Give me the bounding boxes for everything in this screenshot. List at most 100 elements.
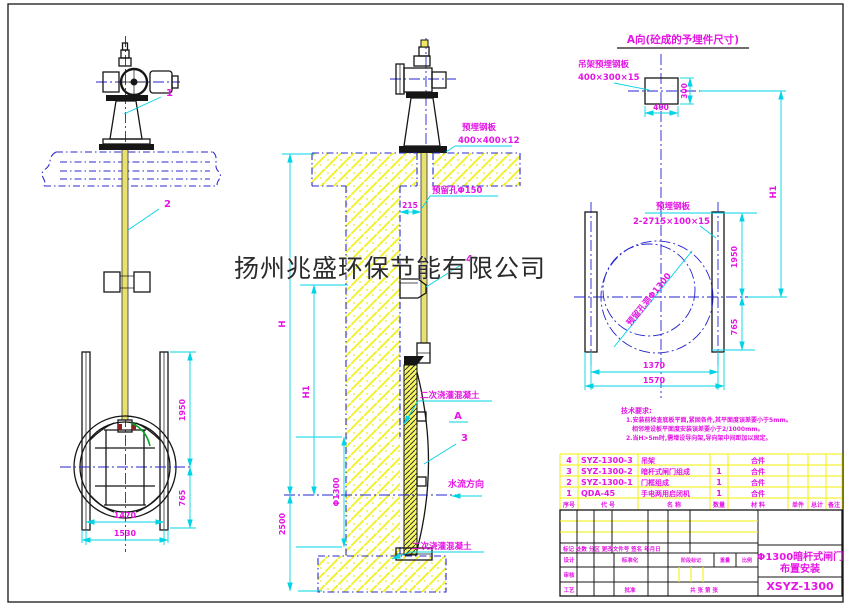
- handwheel-actuator-side: [395, 39, 447, 147]
- bom-row: 4 SYZ-1300-3 吊架 合件: [566, 456, 765, 465]
- dim-215: 215: [402, 201, 418, 210]
- bom-row1-qty: 1: [716, 489, 722, 498]
- stem-front: [121, 150, 129, 420]
- tb-stage: 阶段标记: [681, 557, 701, 564]
- grout-label-lower: 二次浇灌混凝土: [412, 541, 472, 552]
- flow-direction-label: 水流方向: [448, 478, 484, 490]
- bom-row3-code: SYZ-1300-2: [581, 467, 633, 476]
- grout-label-upper: 二次浇灌混凝土: [420, 390, 480, 401]
- title-block: 标记 处数 分区 更改文件号 签名 年月日 设计 标准化 阶段标记 重量 比例 …: [559, 509, 843, 597]
- balloon-1: 1: [166, 88, 173, 99]
- bom-h-code: 代 号: [600, 501, 615, 509]
- stem-guide-bracket-front: [103, 271, 151, 293]
- front-view-dimensions: 1950 765 1470 1530: [81, 351, 196, 545]
- tb-weight: 重量: [720, 557, 730, 564]
- bom-h-total: 总计: [811, 501, 823, 509]
- dim-765-right: 765: [730, 318, 739, 335]
- dim-H1-right: H1: [769, 185, 779, 198]
- bom-row1-code: QDA-45: [581, 489, 616, 498]
- bom-h-material: 材 料: [750, 501, 765, 509]
- tb-fields-row: 标记 处数 分区 更改文件号 签名 年月日: [562, 545, 661, 553]
- a-view-dimensions: 400 300 H1: [644, 77, 787, 298]
- floor-slab-front: [41, 151, 221, 187]
- dim-765-front: 765: [178, 489, 187, 506]
- dim-H: H: [278, 320, 288, 327]
- reserved-hole-label: 预留孔Φ150: [432, 185, 483, 196]
- pedestal-front: [99, 100, 154, 150]
- notes-title: 技术要求:: [621, 406, 652, 415]
- notes-line-1: 1.安装前检查底板平面,紧固各件,其平面度误差要小于5mm。: [626, 416, 792, 424]
- bom-row2-name: 门框组成: [641, 478, 669, 487]
- a-view-title: A向(砼成的予埋件尺寸): [627, 33, 739, 46]
- section-mark-a: A: [454, 411, 462, 422]
- bom-row: 1 QDA-45 手电两用启闭机 1 合件: [566, 489, 765, 498]
- reserved-opening-label: 预留孔洞Φ1300: [624, 271, 673, 328]
- bom-h-no: 序号: [562, 501, 575, 509]
- sheet-border: [7, 3, 844, 603]
- bom-row1-name: 手电两用启闭机: [641, 489, 690, 498]
- embedded-plate-label: 预埋钢板: [462, 122, 497, 133]
- dim-400: 400: [653, 103, 669, 112]
- bom-h-note: 备注: [827, 501, 840, 509]
- hanger-plate-size: 400×300×15: [578, 73, 640, 83]
- tb-approve: 批准: [624, 586, 636, 594]
- tb-design: 设计: [563, 556, 575, 564]
- embedded-plate-size: 400×400×12: [458, 136, 520, 146]
- side-plate-label: 预埋钢板: [656, 201, 691, 212]
- green-arc-mark: [130, 422, 151, 447]
- dim-2500: 2500: [278, 512, 287, 535]
- installation-section-view: H 2500 H1 Φ1300 215 预埋钢板 400×400×12 预留孔Φ…: [278, 38, 521, 593]
- a-direction-view: A向(砼成的予埋件尺寸) 吊架预埋钢板 400×300×15 400 300 H…: [574, 33, 787, 398]
- bom-row3-name: 暗杆式闸门组成: [641, 467, 690, 476]
- bom-row3-material: 合件: [750, 467, 765, 476]
- dim-1530: 1530: [114, 529, 137, 538]
- tb-craft: 工艺: [563, 586, 575, 594]
- tb-scale: 比例: [742, 557, 752, 564]
- bom-row2-material: 合件: [750, 478, 765, 487]
- section-view-dimensions: H 2500 H1 Φ1300 215: [278, 153, 422, 592]
- drawing-title-line2: 布置安装: [780, 562, 820, 575]
- concrete-structure: [311, 152, 521, 593]
- bom-row4-code: SYZ-1300-3: [581, 456, 633, 465]
- balloon-4: 4: [466, 254, 473, 265]
- bom-row2-qty: 1: [716, 478, 722, 487]
- company-watermark: 扬州兆盛环保节能有限公司: [234, 254, 546, 283]
- dim-H1-section: H1: [302, 385, 312, 398]
- notes-line-3: 2.当H>5m时,需增设导向架,导向架中间距加以固定。: [626, 434, 772, 442]
- technical-notes: 技术要求: 1.安装前检查底板平面,紧固各件,其平面度误差要小于5mm。 相邻埋…: [621, 406, 792, 442]
- tb-check: 审核: [563, 571, 575, 579]
- dim-1950-right: 1950: [730, 245, 739, 268]
- bom-row4-no: 4: [566, 456, 572, 465]
- notes-line-2: 相邻埋设板平面度安装误差要小于2/1000mm。: [632, 425, 764, 433]
- bom-header-row: 序号 代 号 名 称 数量 材 料 单件 总计 备注: [562, 501, 840, 509]
- dim-1950-front: 1950: [178, 398, 187, 421]
- dim-1570: 1570: [643, 376, 666, 385]
- bom-table: 4 SYZ-1300-3 吊架 合件 3 SYZ-1300-2 暗杆式闸门组成 …: [559, 453, 843, 510]
- front-elevation-view: 1950 765 1470 1530 1 2: [41, 36, 221, 552]
- bom-h-qty: 数量: [713, 501, 725, 509]
- side-plate-size: 2-2715×100×15: [633, 217, 710, 227]
- bom-row3-no: 3: [566, 467, 572, 476]
- drawing-number: XSYZ-1300: [766, 580, 834, 593]
- balloon-3: 3: [461, 433, 468, 444]
- bom-h-name: 名 称: [667, 501, 681, 509]
- dim-300: 300: [680, 83, 689, 99]
- bom-row1-no: 1: [566, 489, 572, 498]
- a-view-right-dim-chain: 1950 765 1370 1570: [584, 212, 755, 390]
- bom-h-unit: 单件: [792, 501, 804, 509]
- balloon-2: 2: [164, 199, 171, 210]
- dim-1370: 1370: [643, 361, 666, 370]
- stem-side: [399, 153, 431, 364]
- bom-row: 2 SYZ-1300-1 门框组成 1 合件: [566, 478, 765, 487]
- tb-standardize: 标准化: [621, 556, 639, 564]
- dim-phi1300: Φ1300: [332, 477, 341, 507]
- hanger-plate-label: 吊架预埋钢板: [578, 59, 630, 70]
- hanger-embedded-plate: [644, 77, 679, 105]
- bom-row4-name: 吊架: [641, 456, 655, 465]
- dim-1470: 1470: [114, 511, 137, 520]
- bom-row4-material: 合件: [750, 456, 765, 465]
- bom-row1-material: 合件: [750, 489, 765, 498]
- drawing-title-line1: Φ1300暗杆式闸门: [757, 550, 843, 563]
